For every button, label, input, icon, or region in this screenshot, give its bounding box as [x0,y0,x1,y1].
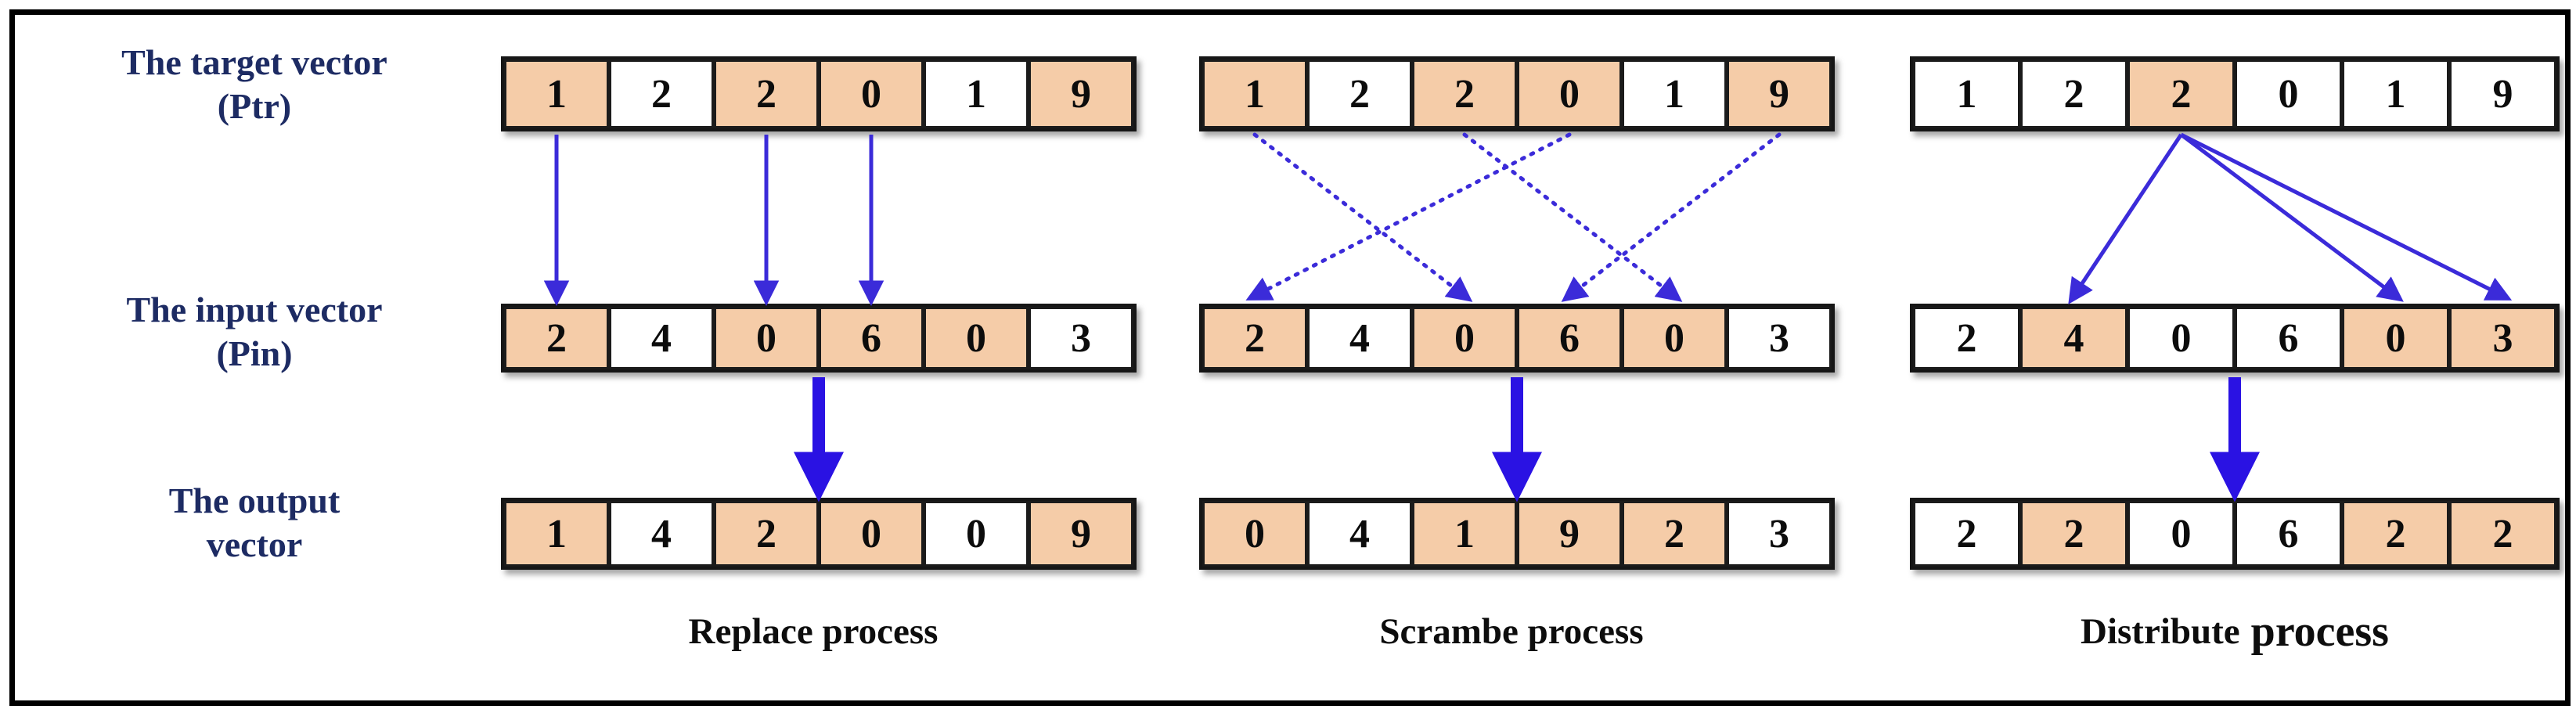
vector-cell: 0 [2235,59,2342,128]
output-vector-label-line1: The output [168,481,340,520]
output-vector-label-line2: vector [206,524,303,564]
target-to-input-arrow [2180,132,2513,301]
vector-cell: 2 [2020,59,2127,128]
caption-text: Replace process [688,611,939,652]
caption-scramble-process: Scrambe process [1199,596,1835,667]
vector-cell: 6 [819,307,924,369]
vector-cell: 6 [2235,307,2342,369]
vector-cell: 2 [2020,501,2127,567]
vector-cell: 2 [714,501,819,567]
vector-cell: 0 [1202,501,1307,567]
vector-cell: 3 [2449,307,2556,369]
target-vector-label-line2: (Ptr) [217,86,292,126]
vector-cell: 2 [1412,59,1517,128]
vector-cell: 9 [1517,501,1622,567]
vector-cell: 0 [924,307,1029,369]
vector-cell: 2 [714,59,819,128]
caption-text-2: process [2250,607,2389,656]
vector-cell: 6 [2235,501,2342,567]
vector-cell: 0 [924,501,1029,567]
input-vector-label-line1: The input vector [126,290,383,329]
figure-border [9,9,2571,706]
vector-cell: 0 [2342,307,2449,369]
vector-cell: 4 [2020,307,2127,369]
vector-cell: 9 [2449,59,2556,128]
vector-cell: 1 [504,59,609,128]
vector-cell: 1 [2342,59,2449,128]
input-vector-label: The input vector (Pin) [23,288,485,376]
vector-cell: 2 [1913,307,2020,369]
vector-cell: 9 [1029,59,1133,128]
vector-cell: 2 [2127,59,2235,128]
vector-cell: 3 [1727,501,1832,567]
vector-cell: 6 [1517,307,1622,369]
caption-text: Scrambe process [1379,611,1644,652]
target-vector-label-line1: The target vector [121,42,387,82]
target-to-input-arrow [2179,133,2404,302]
vector-cell: 2 [1622,501,1727,567]
vector-cell: 4 [1307,501,1412,567]
vector-cell: 1 [1913,59,2020,128]
vector-cell: 2 [1202,307,1307,369]
target-to-input-arrow [1462,132,1683,302]
vector-cell: 0 [714,307,819,369]
vector-cell: 1 [1412,501,1517,567]
vector-cell: 0 [1412,307,1517,369]
vector-cell: 3 [1727,307,1832,369]
vector-cell: 1 [504,501,609,567]
vector-cell: 0 [2127,307,2235,369]
target-vector-label: The target vector (Ptr) [23,41,485,128]
target-to-input-arrow [1245,132,1572,301]
vector-cell: 3 [1029,307,1133,369]
input-vector-label-line2: (Pin) [216,333,293,373]
vector-cell: 2 [504,307,609,369]
target-to-input-arrow [1252,132,1473,302]
output-vector-label: The output vector [23,479,485,567]
vector-cell: 2 [609,59,714,128]
caption-distribute-process: Distribute process [1910,596,2560,667]
vector-cell: 0 [819,501,924,567]
vector-cell: 0 [2127,501,2235,567]
vector-cell: 2 [1913,501,2020,567]
vector-cell: 0 [1622,307,1727,369]
vector-cell: 2 [1307,59,1412,128]
vector-cell: 4 [1307,307,1412,369]
vector-cell: 9 [1727,59,1832,128]
caption-text: Distribute [2081,611,2240,652]
vector-cell: 1 [924,59,1029,128]
vector-cell: 0 [819,59,924,128]
target-to-input-arrow [1561,132,1782,302]
target-to-input-arrow [2068,133,2183,304]
vector-cell: 4 [609,501,714,567]
vector-cell: 0 [1517,59,1622,128]
vector-cell: 1 [1622,59,1727,128]
vector-cell: 2 [2449,501,2556,567]
caption-replace-process: Replace process [501,596,1137,667]
vector-cell: 1 [1202,59,1307,128]
vector-cell: 9 [1029,501,1133,567]
vector-cell: 2 [2342,501,2449,567]
vector-cell: 4 [609,307,714,369]
